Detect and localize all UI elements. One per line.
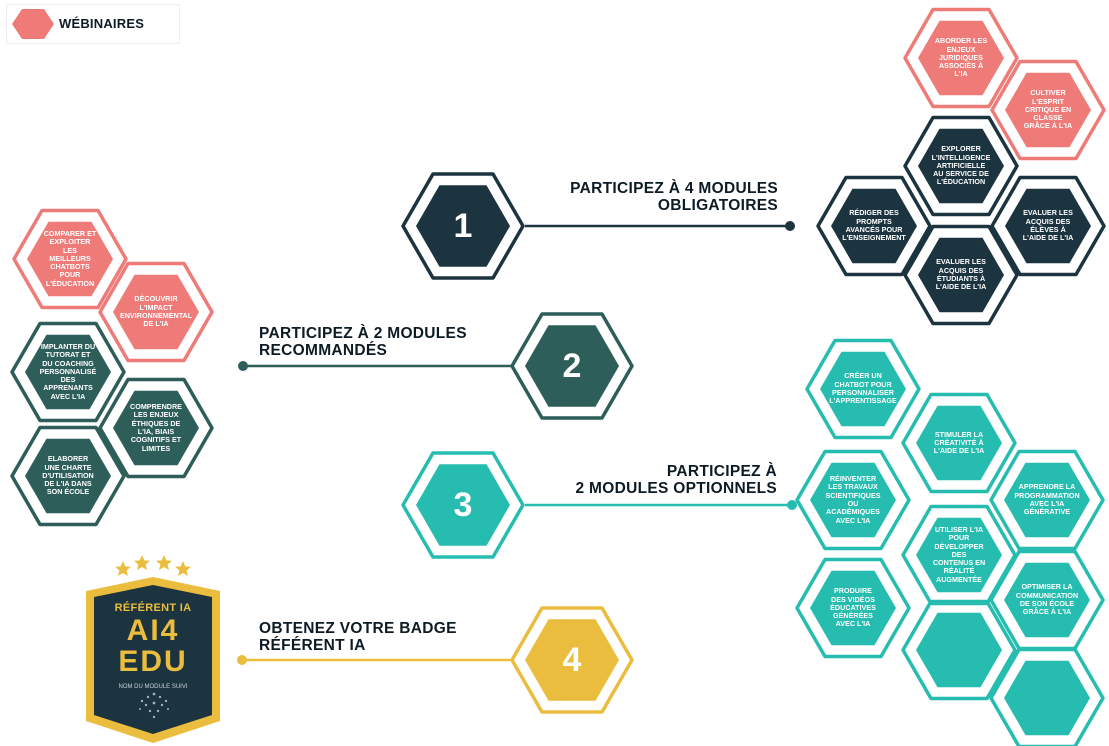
webinars-legend: WÉBINAIRES xyxy=(6,4,180,44)
hexagon-icon xyxy=(12,9,54,39)
star-icon xyxy=(115,561,131,576)
star-icon xyxy=(156,555,172,570)
hexagon-outline xyxy=(990,175,1106,277)
module-hexagon xyxy=(903,224,1019,326)
hexagon-outline xyxy=(805,338,921,440)
hexagon-outline xyxy=(901,392,1017,494)
hexagon-outline xyxy=(12,208,128,310)
badge-logo-line2: EDU xyxy=(118,645,188,678)
connector-dot-3 xyxy=(787,500,797,510)
step-2-hexagon xyxy=(510,312,634,420)
module-hexagon xyxy=(10,321,126,423)
module-hexagon xyxy=(989,647,1105,746)
badge-shield-inner xyxy=(94,585,212,734)
hexagon-fill xyxy=(820,351,906,427)
step-3-hexagon xyxy=(401,451,525,559)
webinar-hexagon xyxy=(903,7,1019,109)
badge-logo-line1: AI4 xyxy=(126,614,180,647)
hexagon-fill xyxy=(113,274,199,350)
step-1-heading: PARTICIPEZ À 4 MODULES OBLIGATOIRES xyxy=(570,180,778,214)
hexagon-outline xyxy=(510,606,634,714)
module-hexagon xyxy=(98,377,214,479)
hexagon-fill xyxy=(918,20,1004,96)
module-hexagon xyxy=(10,425,126,527)
hexagon-outline xyxy=(510,312,634,420)
hexagon-fill xyxy=(810,462,896,538)
hexagon-outline xyxy=(98,377,214,479)
module-hexagon xyxy=(990,175,1106,277)
module-hexagon xyxy=(989,449,1105,551)
step-4-hexagon xyxy=(510,606,634,714)
webinar-hexagon xyxy=(12,208,128,310)
hexagon-fill xyxy=(810,570,896,646)
hexagon-fill xyxy=(1004,562,1090,638)
step-2-heading: PARTICIPEZ À 2 MODULES RECOMMANDÉS xyxy=(259,325,467,359)
connector-dot-2 xyxy=(238,361,248,371)
hexagon-fill xyxy=(916,517,1002,593)
module-hexagon xyxy=(901,392,1017,494)
module-hexagon xyxy=(795,557,911,659)
hexagon-outline xyxy=(990,59,1106,161)
hexagon-fill xyxy=(1004,660,1090,736)
referent-badge xyxy=(86,555,220,743)
hexagon-outline xyxy=(10,425,126,527)
hexagon-outline xyxy=(795,557,911,659)
hexagon-fill xyxy=(1005,72,1091,148)
step-3-heading: PARTICIPEZ À 2 MODULES OPTIONNELS xyxy=(575,463,777,497)
step-number: 1 xyxy=(453,206,473,245)
connector-dot-1 xyxy=(785,221,795,231)
step-1-hexagon xyxy=(401,172,525,280)
step-number: 2 xyxy=(562,346,582,385)
hexagon-outline xyxy=(98,261,214,363)
hexagon-fill xyxy=(113,390,199,466)
hexagon-outline xyxy=(903,115,1019,217)
hexagon-fill xyxy=(1004,462,1090,538)
badge-stars xyxy=(115,555,191,576)
badge-network-icon xyxy=(139,692,169,719)
hexagon-fill xyxy=(25,334,111,410)
hexagon-outline xyxy=(989,647,1105,746)
hexagon-fill xyxy=(918,128,1004,204)
module-hexagon xyxy=(901,599,1017,701)
hexagon-fill xyxy=(525,325,619,407)
module-hexagon xyxy=(795,449,911,551)
webinar-hexagon xyxy=(990,59,1106,161)
hexagon-outline xyxy=(903,7,1019,109)
hexagon-outline xyxy=(401,451,525,559)
hexagon-outline xyxy=(10,321,126,423)
module-hexagon xyxy=(816,175,932,277)
step-number: 3 xyxy=(453,485,473,524)
hexagon-outline xyxy=(401,172,525,280)
hexagon-fill xyxy=(1005,188,1091,264)
hexagon-outline xyxy=(989,449,1105,551)
module-hexagon xyxy=(805,338,921,440)
hexagon-fill xyxy=(918,237,1004,313)
hexagon-fill xyxy=(831,188,917,264)
hexagon-fill xyxy=(25,438,111,514)
hexagon-outline xyxy=(901,599,1017,701)
hexagon-fill xyxy=(916,612,1002,688)
hexagon-fill xyxy=(916,405,1002,481)
badge-title: RÉFÉRENT IA xyxy=(114,602,192,614)
hexagon-fill xyxy=(525,619,619,701)
connector-dot-4 xyxy=(237,655,247,665)
module-hexagon xyxy=(903,115,1019,217)
star-icon xyxy=(175,561,191,576)
star-icon xyxy=(134,555,150,570)
legend-label: WÉBINAIRES xyxy=(59,16,145,31)
hexagon-fill xyxy=(416,464,510,546)
step-number: 4 xyxy=(562,640,582,679)
hexagon-outline xyxy=(816,175,932,277)
hexagon-fill xyxy=(416,185,510,267)
step-4-heading: OBTENEZ VOTRE BADGE RÉFÉRENT IA xyxy=(259,620,457,654)
webinar-hexagon xyxy=(98,261,214,363)
hexagon-fill xyxy=(27,221,113,297)
badge-caption: NOM DU MODULE SUIVI xyxy=(118,684,188,690)
hexagon-outline xyxy=(795,449,911,551)
hexagon-outline xyxy=(903,224,1019,326)
